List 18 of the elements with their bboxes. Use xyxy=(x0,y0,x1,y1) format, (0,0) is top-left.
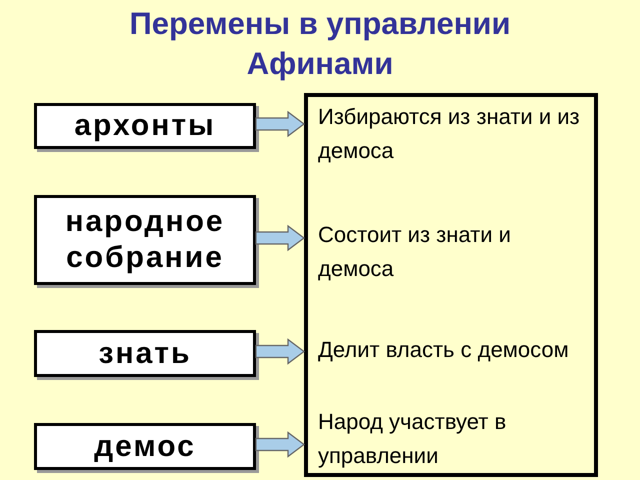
term-box xyxy=(34,330,256,377)
description-text: Состоит из знати и демоса xyxy=(318,221,512,283)
description-text: Избираются из знати и из демоса xyxy=(318,103,580,165)
term-box xyxy=(34,195,256,285)
block-arrow xyxy=(255,110,305,138)
term-label: демос xyxy=(94,428,196,464)
description-panel xyxy=(304,93,598,477)
block-arrow xyxy=(255,338,305,365)
block-arrow xyxy=(255,224,305,252)
term-label: архонты xyxy=(74,108,216,144)
description-text: Народ участвует в управлении xyxy=(318,408,508,470)
description-text: Делит власть с демосом xyxy=(318,336,570,364)
term-box xyxy=(34,423,256,470)
term-box xyxy=(34,103,256,149)
title: Перемены в управлении Афинами xyxy=(128,5,512,83)
term-label: знать xyxy=(98,336,192,372)
term-label: народное собрание xyxy=(64,204,226,276)
block-arrow xyxy=(255,431,305,458)
